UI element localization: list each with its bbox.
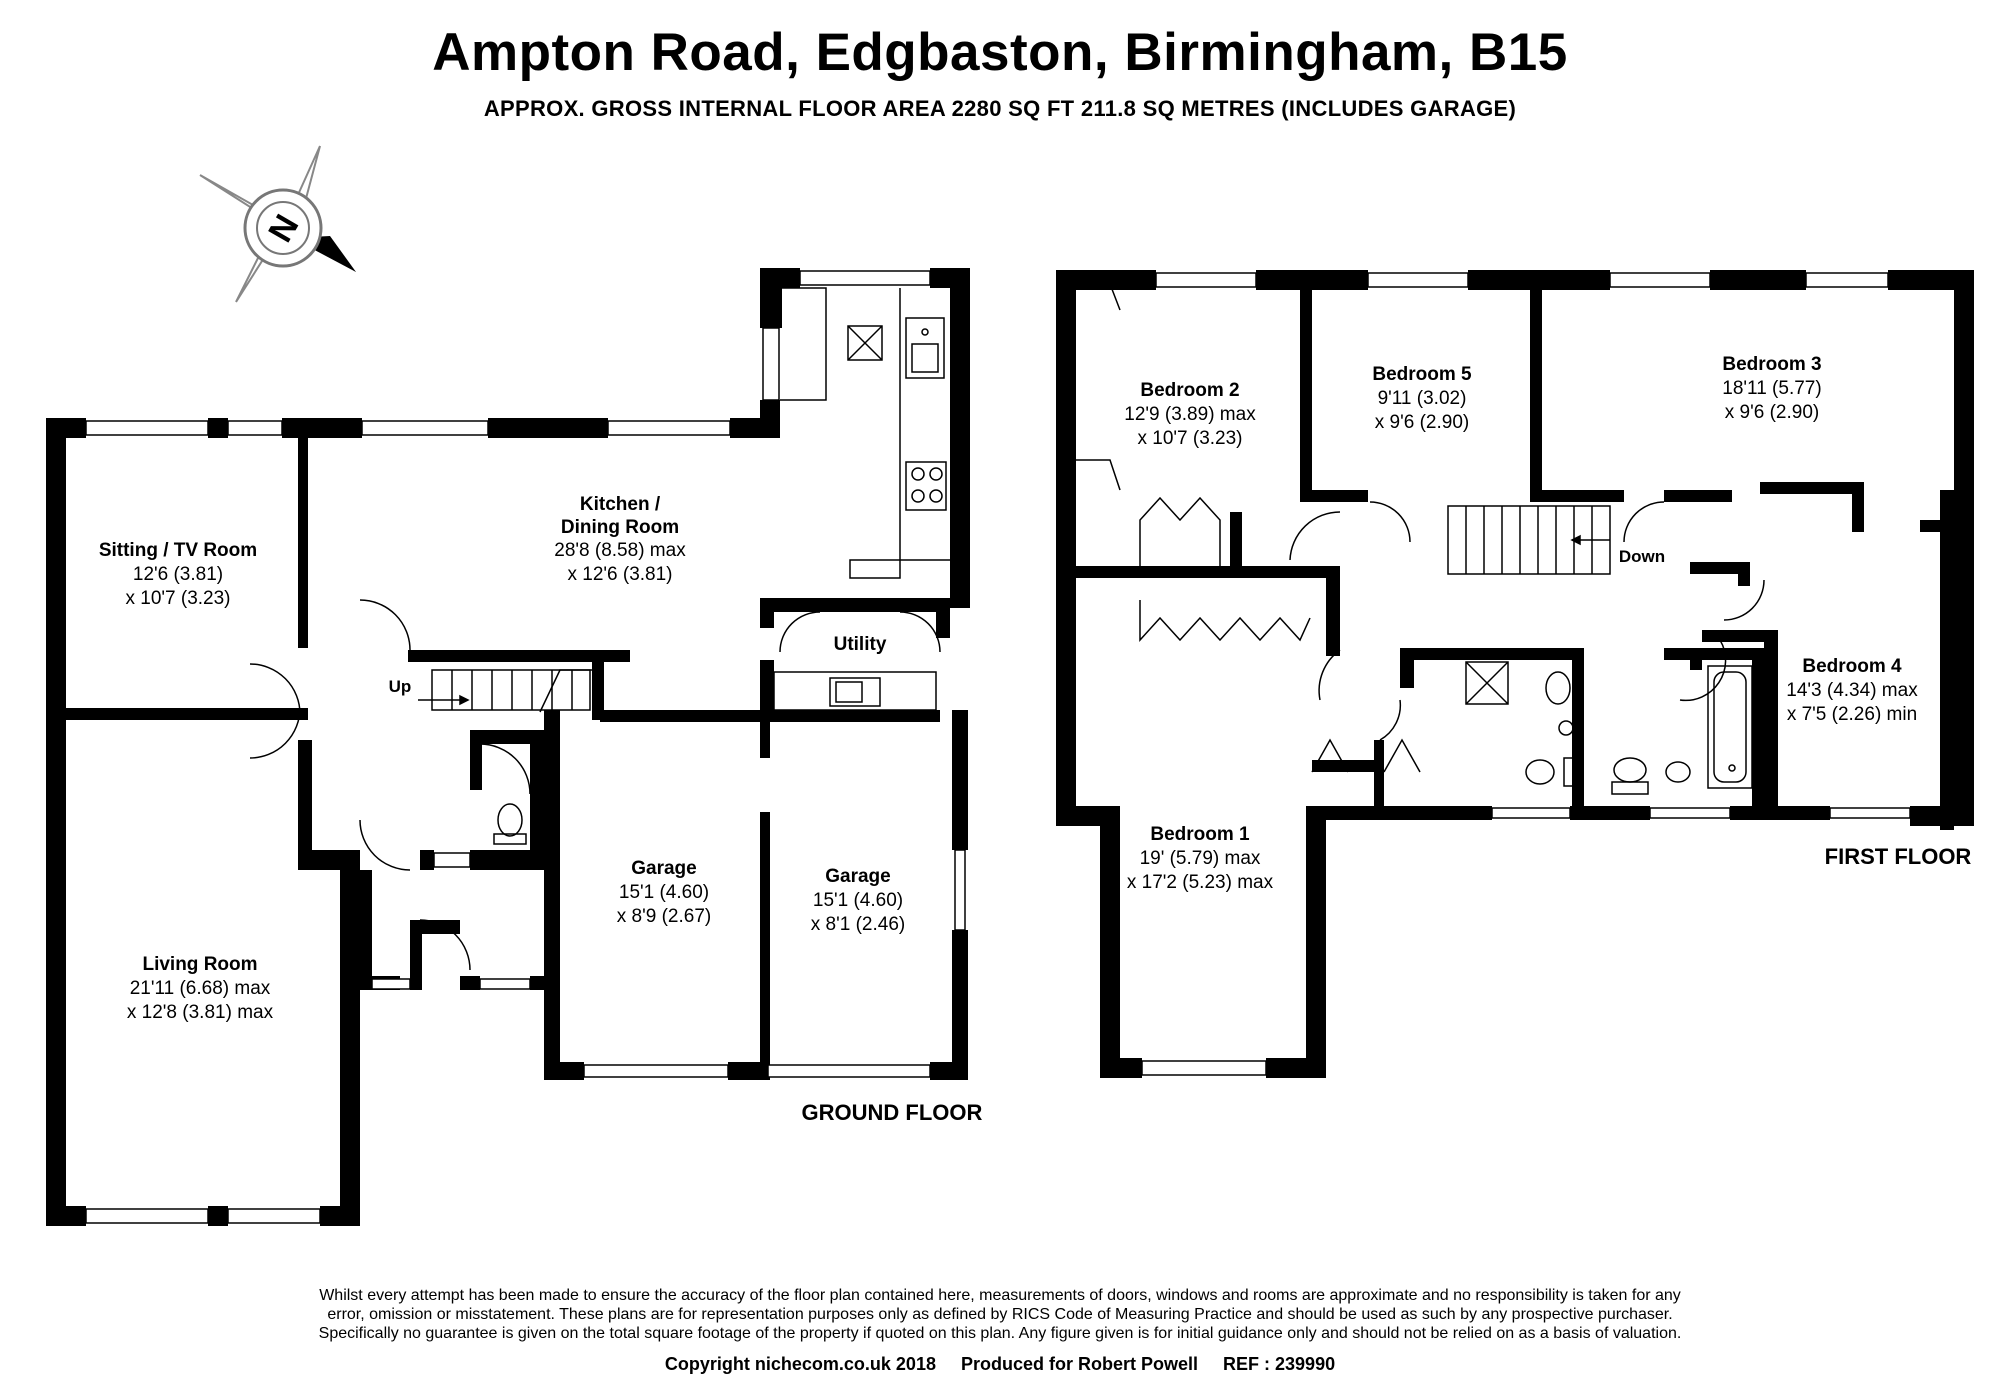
bedroom4-dim2: x 7'5 (2.26) min [1787,704,1917,725]
reference-text: REF : 239990 [1223,1354,1336,1374]
garage-b-name: Garage [825,866,890,887]
plan-title: Ampton Road, Edgbaston, Birmingham, B15 [432,23,1568,82]
bedroom5-name: Bedroom 5 [1372,364,1472,385]
first-floor-label: FIRST FLOOR [1825,844,1972,869]
first-floor-windows [1141,272,1911,1076]
bedroom5-dim1: 9'11 (3.02) [1378,388,1467,409]
garage-b-dim2: x 8'1 (2.46) [811,914,905,935]
bedroom2-name: Bedroom 2 [1140,380,1239,401]
ground-floor-fittings [249,287,950,971]
first-floor-fittings [1076,283,1765,795]
sitting-room-name: Sitting / TV Room [99,540,257,561]
sitting-room-dim1: 12'6 (3.81) [133,564,223,585]
kitchen-name-line2: Dining Room [561,517,679,538]
compass-rose-icon: N [199,145,356,303]
ground-floor-windows [85,270,966,1224]
living-room-dim1: 21'11 (6.68) max [130,978,271,999]
kitchen-dim2: x 12'6 (3.81) [567,564,672,585]
disclaimer-line2: error, omission or misstatement. These p… [327,1306,1673,1323]
utility-name: Utility [834,634,887,655]
garage-b-dim1: 15'1 (4.60) [813,890,903,911]
kitchen-name-line1: Kitchen / [580,494,661,515]
bedroom3-name: Bedroom 3 [1722,354,1821,375]
stairs-up-label: Up [389,677,412,696]
bedroom3-dim2: x 9'6 (2.90) [1725,402,1819,423]
disclaimer-line3: Specifically no guarantee is given on th… [318,1325,1682,1342]
stairs-down-label: Down [1619,547,1665,566]
living-room-name: Living Room [142,954,257,975]
disclaimer-text: Whilst every attempt has been made to en… [230,1286,1770,1343]
first-floor-walls [1056,270,1974,1078]
produced-for-text: Produced for Robert Powell [960,1354,1199,1374]
living-room-dim2: x 12'8 (3.81) max [127,1002,274,1023]
bedroom2-dim1: 12'9 (3.89) max [1124,404,1256,425]
kitchen-dim1: 28'8 (8.58) max [554,540,686,561]
bedroom2-dim2: x 10'7 (3.23) [1137,428,1242,449]
bedroom4-name: Bedroom 4 [1802,656,1902,677]
footer: Copyright nichecom.co.uk 2018 Produced f… [0,1354,2000,1375]
bedroom1-dim2: x 17'2 (5.23) max [1127,872,1274,893]
garage-a-dim2: x 8'9 (2.67) [617,906,711,927]
bedroom5-dim2: x 9'6 (2.90) [1375,412,1469,433]
ground-floor-labels: Sitting / TV Room 12'6 (3.81) x 10'7 (3.… [99,494,983,1125]
floor-area-subtitle: APPROX. GROSS INTERNAL FLOOR AREA 2280 S… [483,96,1517,121]
ground-floor-walls [46,268,970,1226]
disclaimer-line1: Whilst every attempt has been made to en… [319,1287,1681,1304]
garage-a-dim1: 15'1 (4.60) [619,882,709,903]
sitting-room-dim2: x 10'7 (3.23) [125,588,230,609]
bedroom1-name: Bedroom 1 [1150,824,1250,845]
garage-a-name: Garage [631,858,696,879]
bedroom4-dim1: 14'3 (4.34) max [1786,680,1918,701]
ground-floor-label: GROUND FLOOR [802,1100,983,1125]
bedroom1-dim1: 19' (5.79) max [1140,848,1261,869]
first-floor-labels: Bedroom 2 12'9 (3.89) max x 10'7 (3.23) … [1124,354,1971,893]
bedroom3-dim1: 18'11 (5.77) [1722,378,1821,399]
copyright-text: Copyright nichecom.co.uk 2018 [664,1354,936,1374]
